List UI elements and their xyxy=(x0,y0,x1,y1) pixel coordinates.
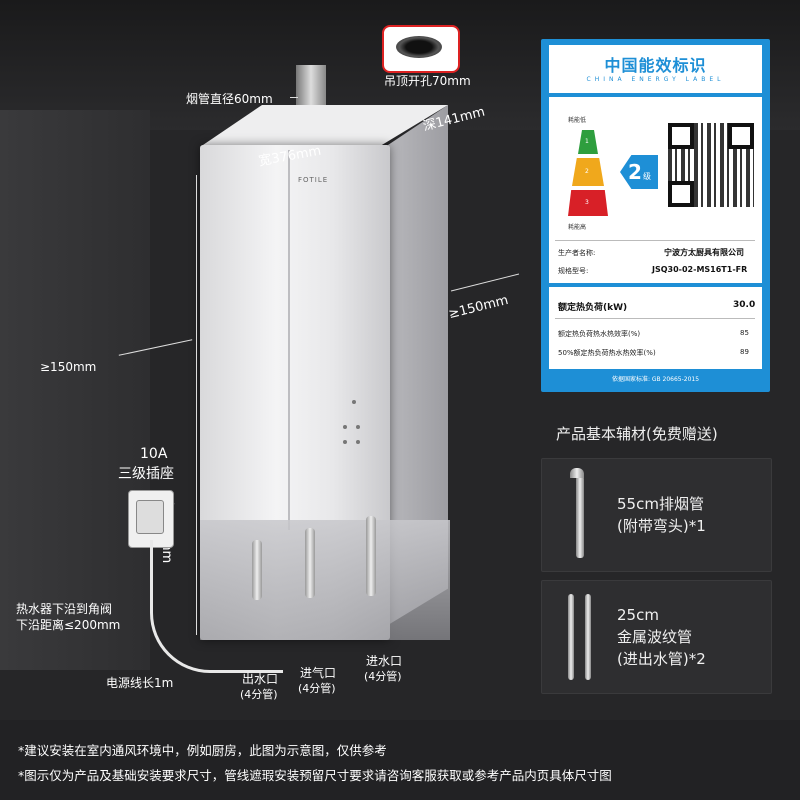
energy-label-specs xyxy=(549,287,762,369)
control-indicator xyxy=(352,400,356,404)
grade-1-number: 1 xyxy=(585,138,589,145)
spec-label: 50%额定热负荷热水热效率(%) xyxy=(558,349,656,357)
grade-value: 2 xyxy=(628,160,642,184)
floor-backdrop xyxy=(0,720,800,800)
inlet-port-size: (4分管) xyxy=(364,670,402,683)
grade-3-bar xyxy=(568,190,608,216)
power-cable xyxy=(150,540,283,673)
spec-value: 89 xyxy=(740,348,749,356)
gas-port-name: 进气口 xyxy=(300,666,337,680)
accessory-2-line2: 金属波纹管 xyxy=(617,628,693,646)
flue-dim-line xyxy=(290,97,298,98)
ceiling-hole-icon xyxy=(396,36,442,58)
socket-type: 三级插座 xyxy=(118,466,174,482)
manufacturer-label: 生产者名称: xyxy=(558,249,596,257)
accessory-2-line3: (进出水管)*2 xyxy=(617,650,706,668)
accessory-card-hose xyxy=(541,580,772,694)
right-clearance-label: ≥150mm xyxy=(447,292,510,323)
hose-icon xyxy=(585,594,591,680)
cable-length-label: 电源线长1m xyxy=(106,676,174,690)
spec-value: 85 xyxy=(740,329,749,337)
right-clearance-line xyxy=(450,273,520,292)
left-wall xyxy=(0,110,150,670)
energy-label-header xyxy=(549,45,762,93)
accessory-1-line1: 55cm排烟管 xyxy=(617,495,704,513)
grade-2-bar xyxy=(572,158,604,186)
accessory-2-line1: 25cm xyxy=(617,606,659,624)
flue-pipe-icon xyxy=(576,476,584,558)
flue-diameter-label: 烟管直径60mm xyxy=(186,92,273,106)
low-consumption-label: 耗能低 xyxy=(568,117,587,124)
divider xyxy=(555,240,755,241)
inlet-port-name: 进水口 xyxy=(366,654,403,668)
elbow-icon xyxy=(570,468,584,478)
control-indicator xyxy=(356,425,360,429)
accessory-1-line2: (附带弯头)*1 xyxy=(617,517,706,535)
model-value: JSQ30-02-MS16T1-FR xyxy=(652,265,748,274)
outlet-port-size: (4分管) xyxy=(240,688,278,701)
heater-brand-logo: FOTILE xyxy=(298,176,329,184)
grade-3-number: 3 xyxy=(585,199,589,206)
control-indicator xyxy=(343,440,347,444)
control-indicator xyxy=(343,425,347,429)
gas-port-size: (4分管) xyxy=(298,682,336,695)
heater-door-seam xyxy=(288,150,290,530)
model-label: 规格型号: xyxy=(558,267,589,275)
left-clearance-label: ≥150mm xyxy=(40,360,97,374)
footnote-2: *图示仅为产品及基础安装要求尺寸，管线遮瑕安装预留尺寸要求请咨询客服获取或参考产… xyxy=(18,768,612,783)
accessories-title: 产品基本辅材(免费赠送) xyxy=(556,425,718,443)
grade-1-bar xyxy=(578,130,598,154)
hose-icon xyxy=(568,594,574,680)
standard-footer: 依据国家标准: GB 20665-2015 xyxy=(611,376,700,383)
length-line xyxy=(196,175,197,635)
qr-finder xyxy=(668,123,694,149)
spec-label: 额定热负荷热水热效率(%) xyxy=(558,330,641,338)
socket-amperage: 10A xyxy=(140,446,168,462)
spec-label: 额定热负荷(kW) xyxy=(558,303,628,313)
ceiling-hole-label: 吊顶开孔70mm xyxy=(384,74,471,88)
qr-finder xyxy=(728,123,754,149)
footnote-1: *建议安装在室内通风环境中，例如厨房，此图为示意图，仅供参考 xyxy=(18,743,387,758)
inlet-pipe xyxy=(366,516,376,596)
control-indicator xyxy=(356,440,360,444)
divider xyxy=(555,318,755,319)
valve-distance-line2: 下沿距离≤200mm xyxy=(16,618,121,632)
energy-label-subtitle: CHINA ENERGY LABEL xyxy=(586,76,725,83)
gas-pipe xyxy=(305,528,315,598)
outlet-port-name: 出水口 xyxy=(242,672,279,686)
grade-2-number: 2 xyxy=(585,168,589,175)
energy-label-title: 中国能效标识 xyxy=(604,56,707,75)
spec-value: 30.0 xyxy=(733,300,756,310)
valve-distance-line1: 热水器下沿到角阀 xyxy=(16,602,113,616)
qr-finder xyxy=(668,181,694,207)
grade-unit: 级 xyxy=(643,172,651,181)
high-consumption-label: 耗能高 xyxy=(568,224,587,231)
manufacturer-value: 宁波方太厨具有限公司 xyxy=(664,248,744,257)
power-plug xyxy=(136,500,164,534)
